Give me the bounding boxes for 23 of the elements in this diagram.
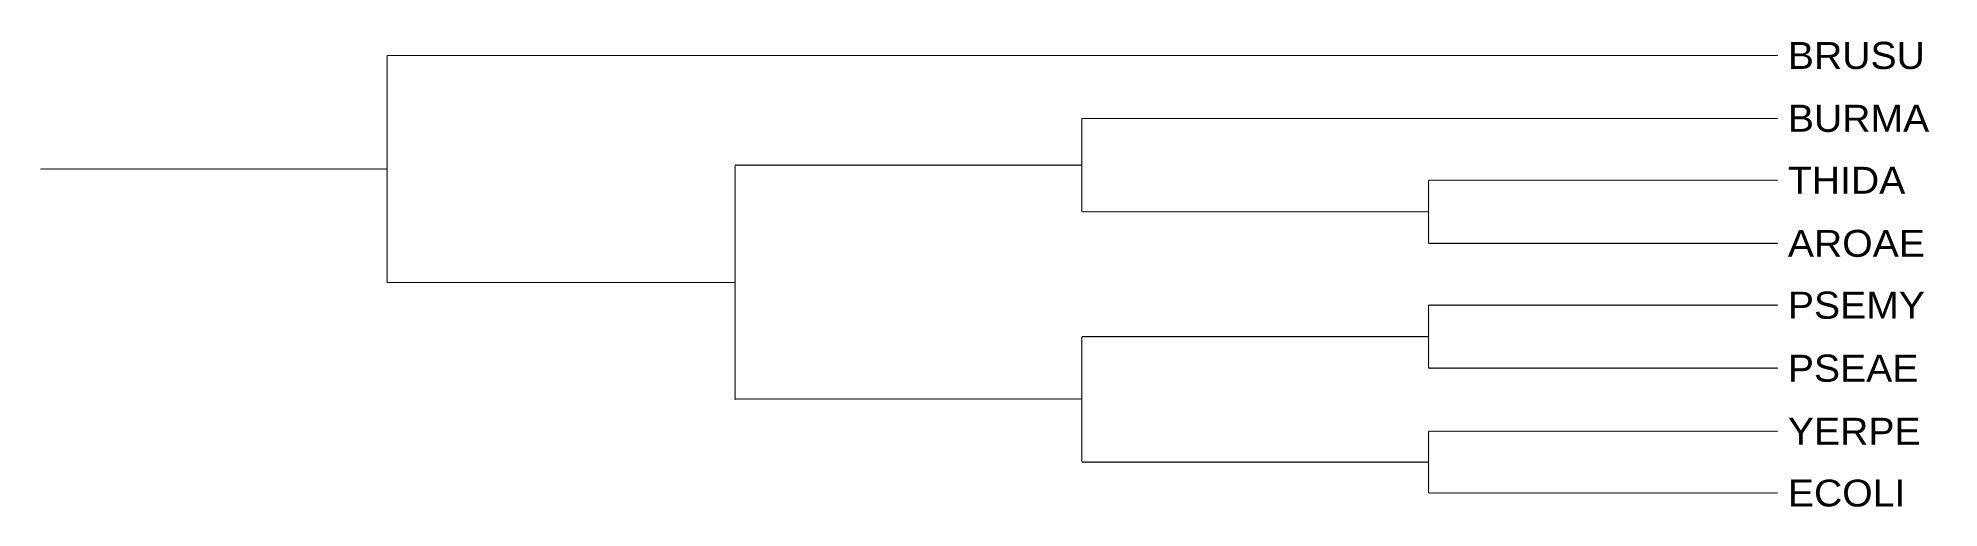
branch-line (1428, 430, 1779, 432)
branch-line (1428, 304, 1779, 306)
branch-line (1428, 242, 1779, 244)
branch-line (1081, 118, 1779, 120)
leaf-label: THIDA (1788, 166, 1906, 194)
branch-line (734, 398, 1083, 400)
branch-line (1081, 336, 1430, 338)
branch-line (1428, 367, 1779, 369)
branch-line (1081, 211, 1430, 213)
leaf-label: BURMA (1791, 104, 1930, 133)
leaf-label: YERPE (1788, 417, 1919, 445)
branch-line (39, 168, 388, 170)
leaf-label: AROAE (1787, 229, 1924, 258)
branch-line (1081, 461, 1430, 463)
branch-line (1428, 179, 1779, 181)
leaf-label: ECOLI (1791, 479, 1902, 507)
branch-line (1428, 492, 1779, 494)
branch-line (386, 281, 736, 283)
branch-line (734, 164, 1083, 166)
leaf-label: PSEAE (1791, 354, 1917, 383)
leaf-label: BRUSU (1791, 41, 1922, 70)
branch-line (386, 54, 1779, 57)
leaf-label: PSEMY (1791, 291, 1925, 320)
